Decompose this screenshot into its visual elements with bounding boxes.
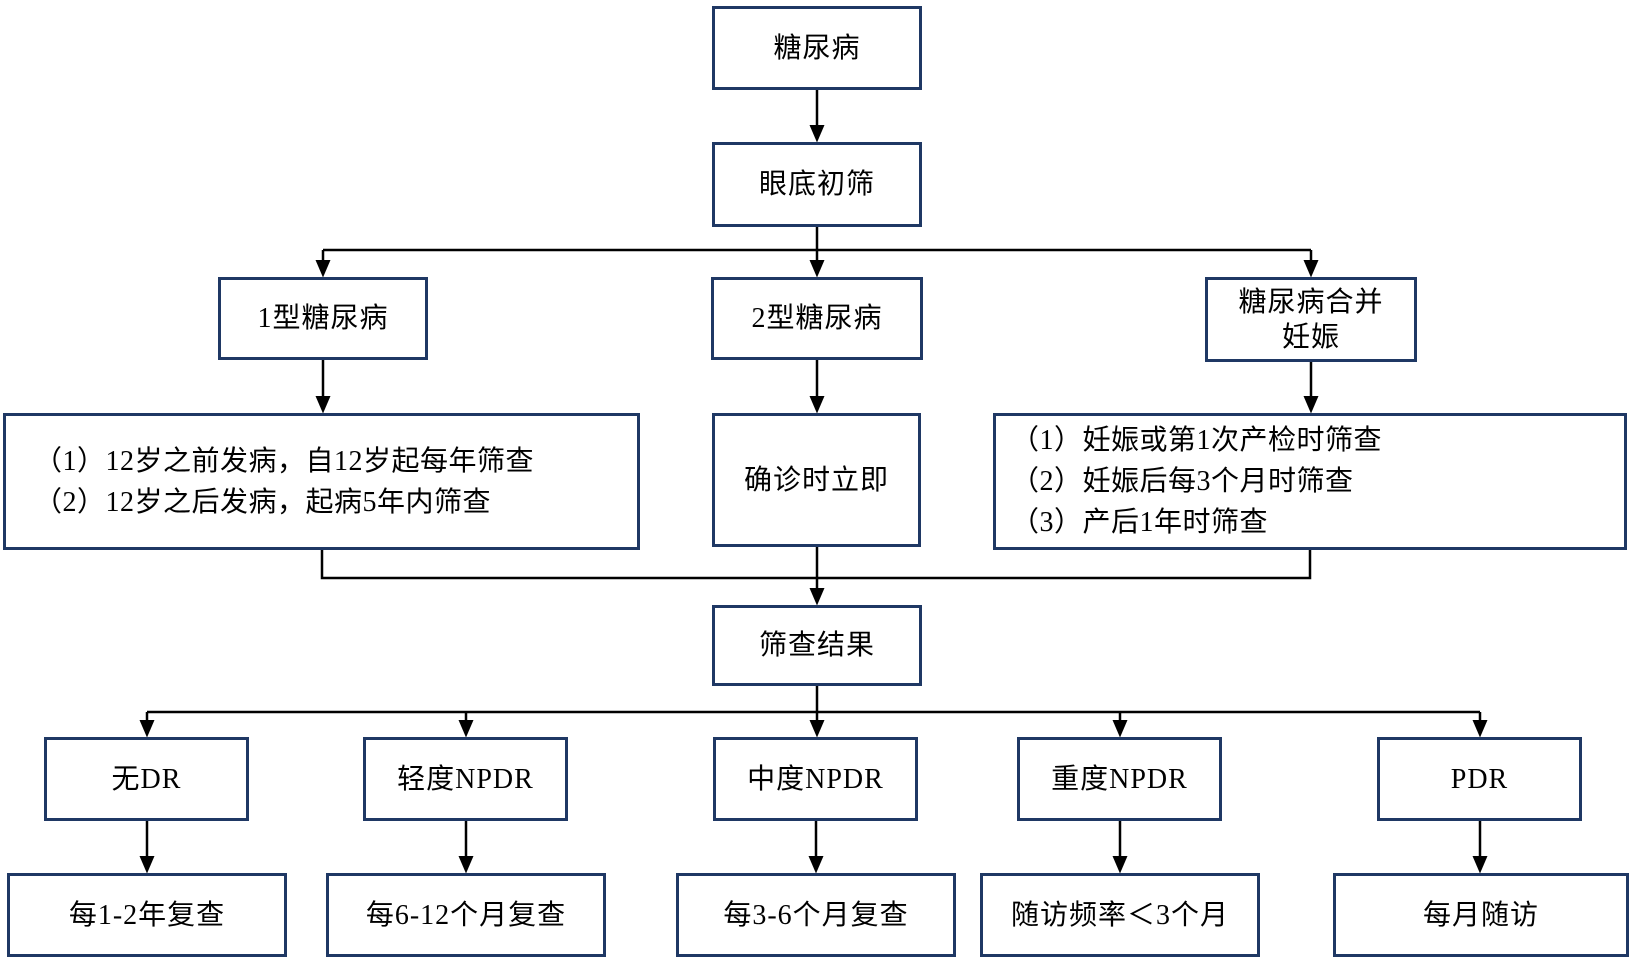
- node-no-dr-followup: 每1-2年复查: [7, 873, 287, 957]
- type1-schedule-item1: （1）12岁之前发病，自12岁起每年筛查: [34, 445, 535, 477]
- node-pdr-followup: 每月随访: [1333, 873, 1629, 957]
- node-pregnancy-screening-schedule: （1）妊娠或第1次产检时筛查 （2）妊娠后每3个月时筛查 （3）产后1年时筛查: [993, 413, 1627, 550]
- type1-schedule-item2: （2）12岁之后发病，起病5年内筛查: [34, 486, 492, 518]
- node-type1-diabetes: 1型糖尿病: [218, 277, 428, 360]
- node-diabetes: 糖尿病: [712, 6, 922, 90]
- node-type1-screening-schedule: （1）12岁之前发病，自12岁起每年筛查 （2）12岁之后发病，起病5年内筛查: [3, 413, 640, 550]
- node-pdr: PDR: [1377, 737, 1582, 821]
- pregnancy-schedule-item3: （3）产后1年时筛查: [1011, 507, 1269, 538]
- node-moderate-npdr-followup: 每3-6个月复查: [676, 873, 956, 957]
- node-mild-npdr: 轻度NPDR: [363, 737, 568, 821]
- node-type2-screening-schedule: 确诊时立即: [712, 413, 921, 547]
- node-fundus-screening: 眼底初筛: [712, 142, 922, 227]
- node-mild-npdr-followup: 每6-12个月复查: [326, 873, 606, 957]
- pregnancy-schedule-item1: （1）妊娠或第1次产检时筛查: [1011, 425, 1383, 456]
- node-moderate-npdr: 中度NPDR: [713, 737, 918, 821]
- node-severe-npdr: 重度NPDR: [1017, 737, 1222, 821]
- node-no-dr: 无DR: [44, 737, 249, 821]
- node-severe-npdr-followup: 随访频率＜3个月: [980, 873, 1260, 957]
- node-diabetes-with-pregnancy: 糖尿病合并 妊娠: [1205, 277, 1417, 362]
- pregnancy-schedule-item2: （2）妊娠后每3个月时筛查: [1011, 466, 1354, 497]
- node-diabetes-with-pregnancy-line2: 妊娠: [1281, 321, 1340, 353]
- node-screening-result: 筛查结果: [712, 605, 922, 686]
- node-type2-diabetes: 2型糖尿病: [711, 277, 923, 360]
- node-diabetes-with-pregnancy-line1: 糖尿病合并: [1238, 286, 1384, 318]
